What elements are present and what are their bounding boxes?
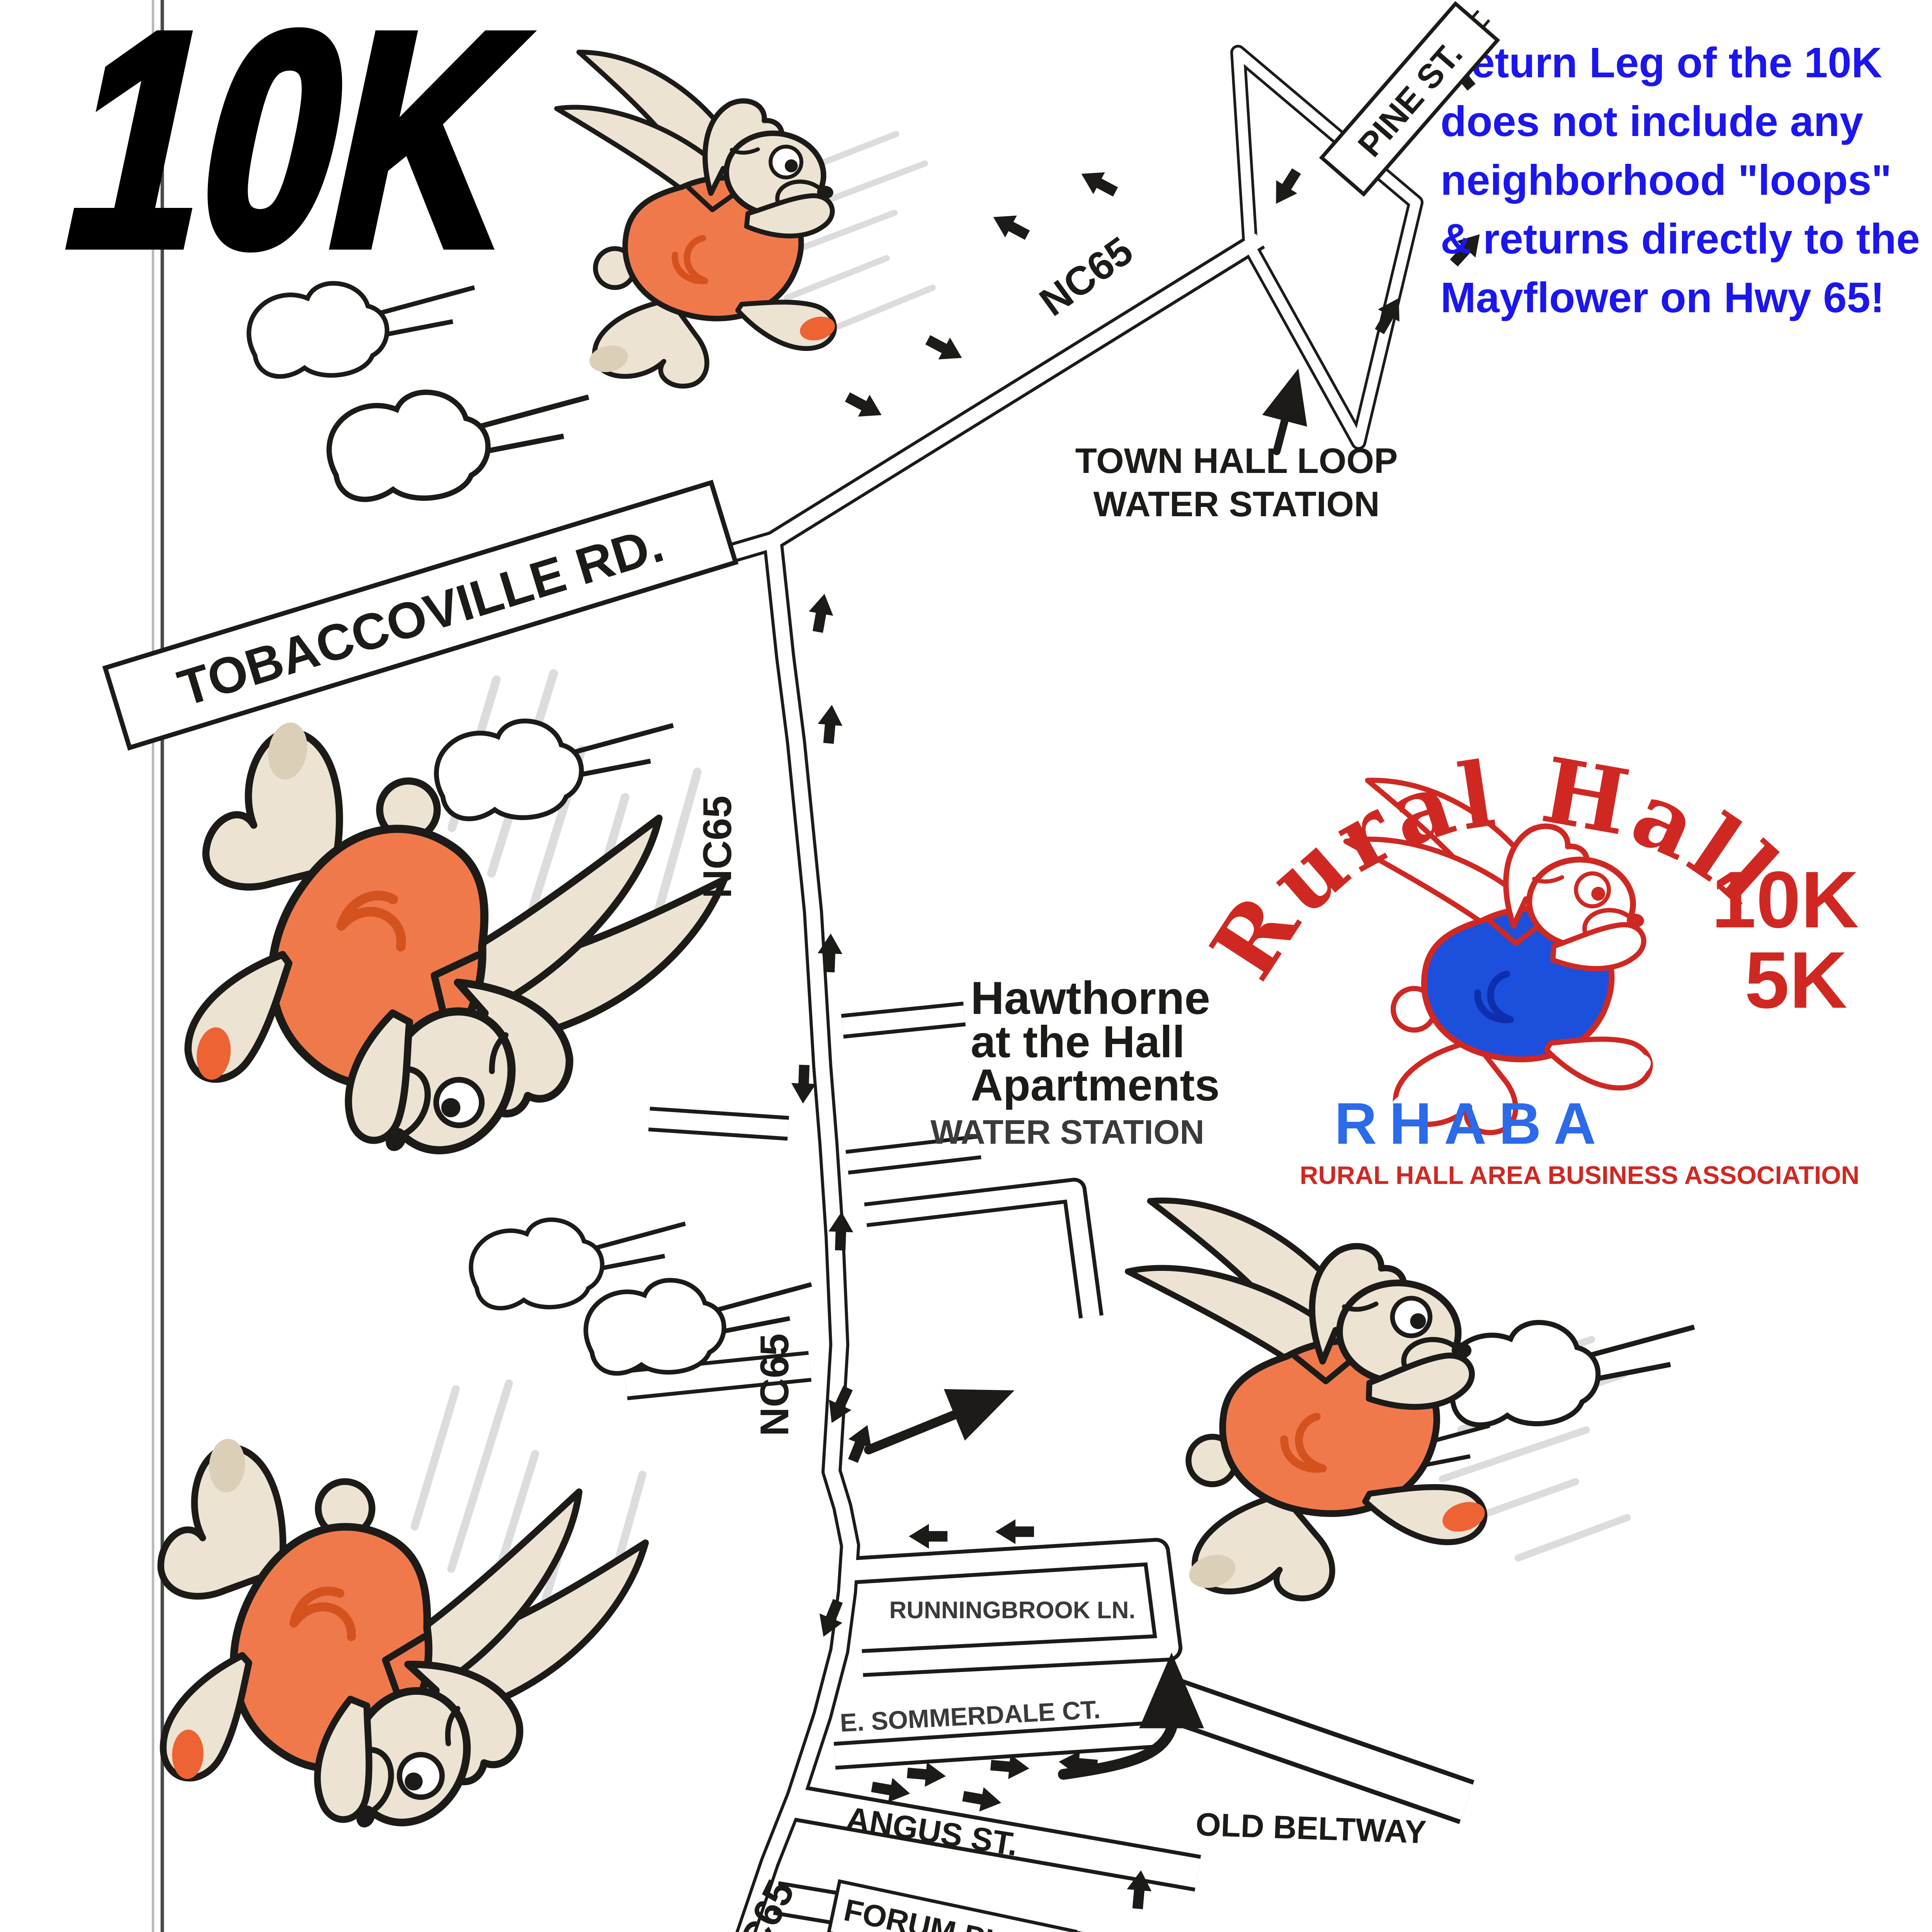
running-rabbit-icon — [106, 636, 736, 1254]
road-old-beltway — [1158, 1679, 1473, 1820]
logo-org-abbr: RHABA — [1335, 1091, 1609, 1156]
hawthorne-caption: Hawthorne at the Hall Apartments WATER S… — [930, 972, 1220, 1151]
forum-pkwy-sign: FORUM PKWY. — [827, 1879, 1078, 1932]
road-runningbrook — [852, 1542, 1179, 1673]
road-stub-a — [841, 1005, 966, 1035]
nc65-label-upper: NC65 — [695, 796, 740, 898]
road-stub-d — [624, 1355, 811, 1396]
sommerdale-hook-arrow-icon — [1058, 1652, 1204, 1780]
race-title: 10K — [42, 0, 547, 309]
logo-10k: 10K — [1711, 855, 1859, 945]
course-arrow-icon — [842, 386, 888, 426]
road-sommerdale — [834, 1724, 1163, 1766]
road-angus — [789, 1787, 1201, 1888]
town-hall-pointer-arrow-icon — [1262, 368, 1307, 455]
course-arrow-icon — [816, 704, 844, 745]
logo-org-name: RURAL HALL AREA BUSINESS ASSOCIATION — [1300, 1161, 1859, 1189]
tobaccoville-rd-sign: TOBACCOVILLE RD. — [102, 480, 739, 751]
dust-cloud-icon — [436, 721, 673, 819]
return-leg-note-line: Mayflower on Hwy 65! — [1440, 274, 1884, 321]
course-arrow-icon — [906, 1760, 947, 1789]
town-hall-loop-line1: TOWN HALL LOOP — [1075, 441, 1398, 481]
road-nc65-top — [769, 233, 1264, 547]
rural-hall-logo: Rural Hall 10K 5K RHABA RURAL HALL AREA … — [1190, 737, 1859, 1189]
course-arrow-icon — [995, 1519, 1034, 1544]
nc65-label-mid: NC65 — [752, 1333, 797, 1436]
road-stub-e — [864, 1182, 1100, 1318]
course-arrow-icon — [1075, 163, 1121, 203]
course-arrow-icon — [805, 592, 837, 634]
course-arrow-icon — [909, 1524, 947, 1549]
dust-cloud-icon — [329, 392, 588, 499]
hawthorne-line1: Hawthorne — [971, 972, 1210, 1024]
return-leg-note-line: Return Leg of the 10K — [1440, 39, 1882, 87]
tobaccoville-rd-label: TOBACCOVILLE RD. — [172, 515, 670, 717]
course-arrow-icon — [922, 329, 968, 369]
return-leg-note-line: does not include any — [1440, 98, 1863, 145]
course-arrow-icon — [987, 206, 1033, 246]
return-leg-note: Return Leg of the 10K does not include a… — [1440, 39, 1920, 321]
running-rabbit-icon — [85, 1355, 655, 1911]
hawthorne-line3: Apartments — [971, 1060, 1220, 1110]
return-leg-note-line: & returns directly to the — [1440, 215, 1920, 263]
nc65-label-lower: NC65 — [718, 1873, 803, 1932]
nc65-label-top: NC65 — [1032, 228, 1141, 325]
town-hall-loop-caption: TOWN HALL LOOP WATER STATION — [1075, 441, 1398, 524]
hawthorne-line2: at the Hall — [971, 1017, 1185, 1067]
return-leg-note-line: neighborhood "loops" — [1440, 156, 1891, 204]
water-station-pointer-arrow-icon — [864, 1389, 1015, 1454]
road-stub-c — [648, 1111, 789, 1137]
course-arrow-icon — [961, 1784, 1003, 1815]
old-beltway-label: OLD BELTWAY — [1195, 1806, 1427, 1850]
running-rabbit-icon — [529, 49, 864, 402]
course-arrow-icon — [1265, 164, 1307, 211]
dust-cloud-icon — [1446, 1323, 1694, 1425]
hawthorne-water-station-label: WATER STATION — [930, 1113, 1204, 1151]
road-nc65 — [738, 540, 857, 1932]
town-hall-loop-line2: WATER STATION — [1093, 485, 1379, 524]
running-rabbit-icon — [1116, 1199, 1500, 1605]
road-stub-b — [846, 1138, 981, 1171]
logo-5k: 5K — [1745, 935, 1847, 1025]
runningbrook-label: RUNNINGBROOK LN. — [889, 1597, 1135, 1624]
